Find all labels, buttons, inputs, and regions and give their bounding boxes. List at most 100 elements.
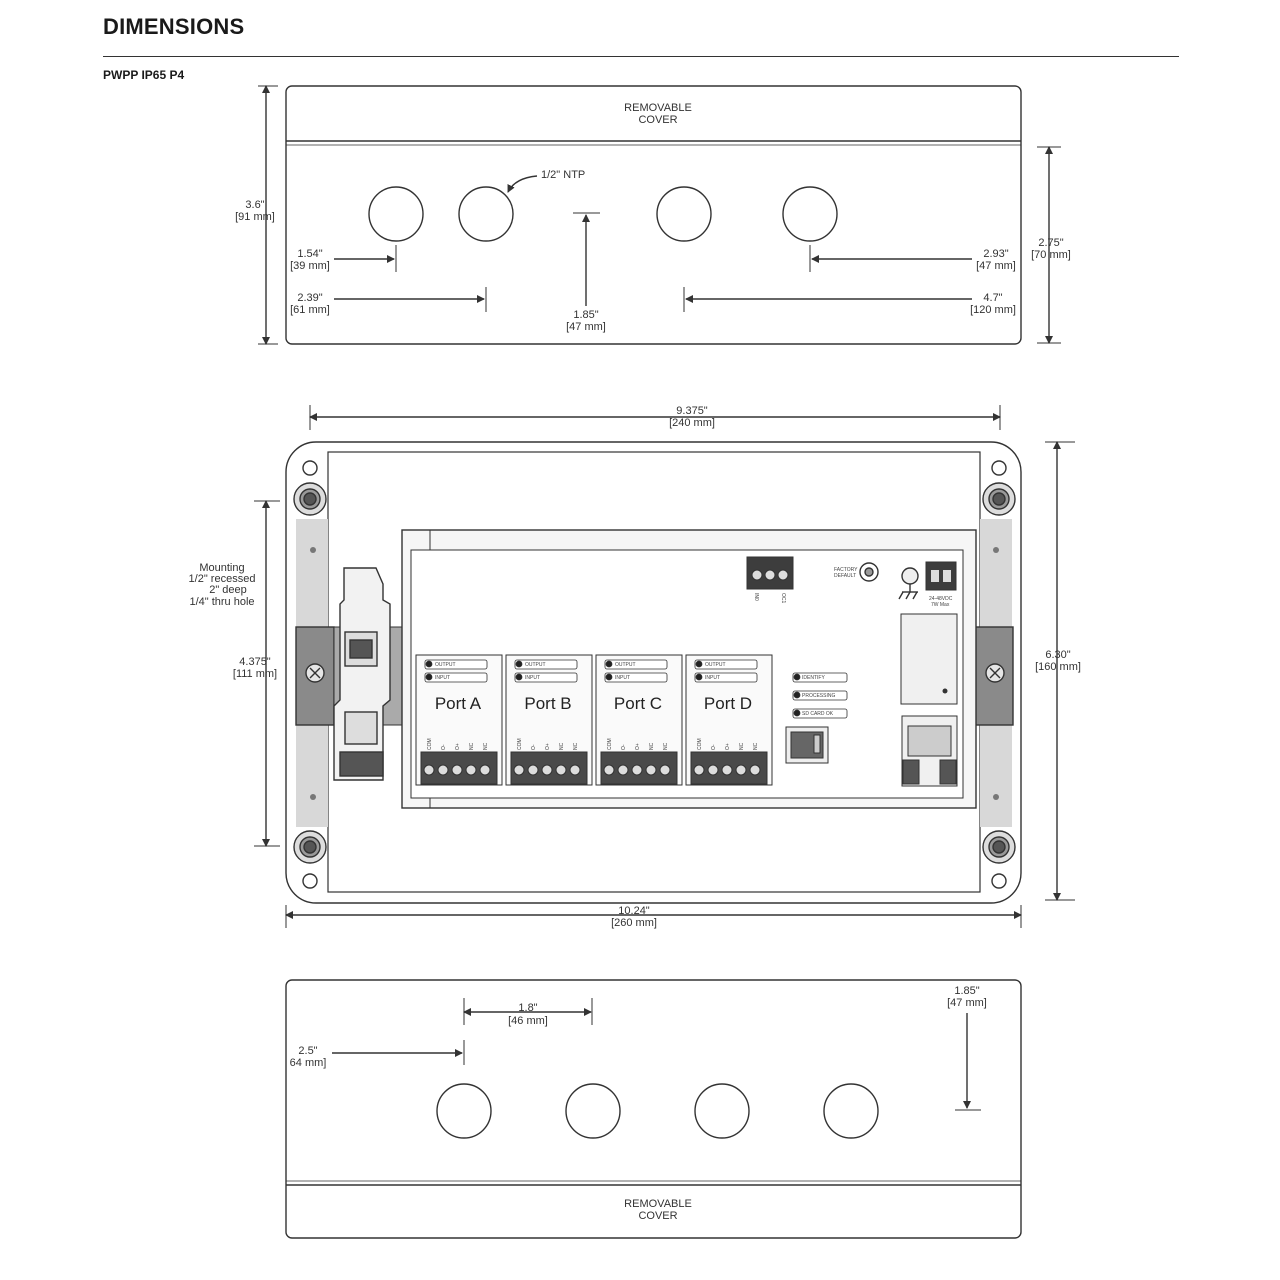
conduit-label: 1/2" NTP — [541, 169, 585, 181]
dim-4-7-mm: [120 mm] — [970, 304, 1016, 316]
dim-1-85-bottom-in: 1.85" — [954, 985, 979, 997]
sd-card-ok-led: SD CARD OK — [802, 711, 834, 717]
terminal-block-d — [690, 751, 768, 785]
dim-6-30-mm: [160 mm] — [1035, 661, 1081, 673]
title-rule — [103, 56, 1179, 57]
mount-screw-bl — [293, 830, 327, 864]
clamp-screw-left — [305, 663, 325, 683]
factory-default-label-1: FACTORY — [834, 567, 858, 573]
term-b-o-minus: O- — [531, 744, 537, 750]
port-d-input-led: INPUT — [705, 675, 720, 681]
top-conduit-hole-1 — [368, 186, 424, 242]
term-a-nc1: NC — [469, 742, 475, 750]
port-b-input-led: INPUT — [525, 675, 540, 681]
status-leds — [792, 672, 848, 719]
term-a-o-plus: O+ — [455, 743, 461, 750]
terminal-block-c — [600, 751, 678, 785]
io-connector — [746, 556, 794, 590]
top-view — [258, 85, 1061, 345]
mounting-note-2: 1/2" recessed — [189, 573, 256, 585]
sd-card-slot — [785, 726, 829, 764]
dim-2-5-mm: 64 mm] — [290, 1057, 327, 1069]
dim-1-54-mm: [39 mm] — [290, 260, 330, 272]
corner-hole-tr — [991, 460, 1007, 476]
top-view-labels: REMOVABLE COVER 1/2" NTP 3.6" [91 mm] 1.… — [235, 102, 1071, 333]
term-d-nc1: NC — [739, 742, 745, 750]
mount-screw-tl — [293, 482, 327, 516]
dim-2-93-in: 2.93" — [983, 248, 1008, 260]
bottom-view-labels: REMOVABLE COVER 1.8" [46 mm] 2.5" 64 mm]… — [290, 985, 987, 1222]
port-a-label: Port A — [435, 694, 482, 713]
dim-1-8-mm: [46 mm] — [508, 1015, 548, 1027]
dim-10-24-mm: [260 mm] — [611, 917, 657, 929]
dim-1-54-in: 1.54" — [297, 248, 322, 260]
ntp-leader — [507, 175, 538, 193]
term-b-nc1: NC — [559, 742, 565, 750]
terminal-block-b — [510, 751, 588, 785]
term-b-o-plus: O+ — [545, 743, 551, 750]
dim-4-7-in: 4.7" — [983, 292, 1002, 304]
dim-3-6-in: 3.6" — [245, 199, 264, 211]
term-b-nc2: NC — [573, 742, 579, 750]
term-a-com: COM — [427, 738, 433, 750]
mounting-note-1: Mounting — [199, 562, 244, 574]
dim-2-75-in: 2.75" — [1038, 237, 1063, 249]
bottom-cover-label-2: COVER — [638, 1210, 677, 1222]
oc1-label: OC1 — [780, 593, 786, 604]
port-d-output-led: OUTPUT — [705, 662, 726, 668]
factory-default-label-2: DEFAULT — [834, 573, 856, 579]
top-cover-label-2: COVER — [638, 114, 677, 126]
power-label-1: 24-48VDC — [929, 596, 953, 602]
mount-screw-br — [982, 830, 1016, 864]
page-title: DIMENSIONS — [103, 14, 245, 39]
bottom-view-enclosure — [285, 979, 1022, 1239]
model-label: PWPP IP65 P4 — [103, 68, 185, 82]
bottom-conduit-hole-2 — [565, 1083, 621, 1139]
port-b-label: Port B — [524, 694, 571, 713]
front-view-labels: 9.375" [240 mm] 10.24" [260 mm] 6.30" [1… — [189, 405, 1081, 929]
port-a-input-led: INPUT — [435, 675, 450, 681]
port-b-output-led: OUTPUT — [525, 662, 546, 668]
term-c-nc2: NC — [663, 742, 669, 750]
port-leds — [424, 659, 758, 683]
bottom-conduit-hole-3 — [694, 1083, 750, 1139]
mount-screw-tr — [982, 482, 1016, 516]
bottom-conduit-hole-4 — [823, 1083, 879, 1139]
term-c-o-plus: O+ — [635, 743, 641, 750]
bottom-conduit-hole-1 — [436, 1083, 492, 1139]
ground-symbol-icon — [898, 567, 919, 600]
term-c-com: COM — [607, 738, 613, 750]
power-connector — [925, 561, 957, 591]
top-conduit-hole-3 — [656, 186, 712, 242]
mounting-note-4: 1/4" thru hole — [189, 596, 254, 608]
term-d-o-plus: O+ — [725, 743, 731, 750]
top-cover-label-1: REMOVABLE — [624, 102, 692, 114]
dim-4-375-mm: [111 mm] — [233, 668, 277, 680]
dim-1-85-top-in: 1.85" — [573, 309, 598, 321]
top-conduit-hole-4 — [782, 186, 838, 242]
port-a-output-led: OUTPUT — [435, 662, 456, 668]
term-b-com: COM — [517, 738, 523, 750]
processing-led: PROCESSING — [802, 693, 835, 699]
bottom-cover-label-1: REMOVABLE — [624, 1198, 692, 1210]
dim-9-375-in: 9.375" — [676, 405, 708, 417]
term-a-nc2: NC — [483, 742, 489, 750]
dim-2-5-in: 2.5" — [298, 1045, 317, 1057]
top-view-enclosure — [285, 85, 1022, 345]
mounting-note-3: 2" deep — [209, 584, 247, 596]
dim-2-93-mm: [47 mm] — [976, 260, 1016, 272]
term-c-nc1: NC — [649, 742, 655, 750]
top-conduit-hole-2 — [458, 186, 514, 242]
port-c-label: Port C — [614, 694, 662, 713]
dim-9-375-mm: [240 mm] — [669, 417, 715, 429]
port-c-input-led: INPUT — [615, 675, 630, 681]
in0-label: IN0 — [753, 593, 759, 601]
corner-hole-bl — [302, 873, 318, 889]
identify-led: IDENTIFY — [802, 675, 825, 681]
term-d-com: COM — [697, 738, 703, 750]
terminal-labels: COM O- O+ NC NC COM O- O+ NC NC COM O- O… — [427, 738, 759, 750]
dim-1-85-bottom-mm: [47 mm] — [947, 997, 987, 1009]
dim-3-6-mm: [91 mm] — [235, 211, 275, 223]
front-enclosure-outer — [285, 441, 1022, 904]
